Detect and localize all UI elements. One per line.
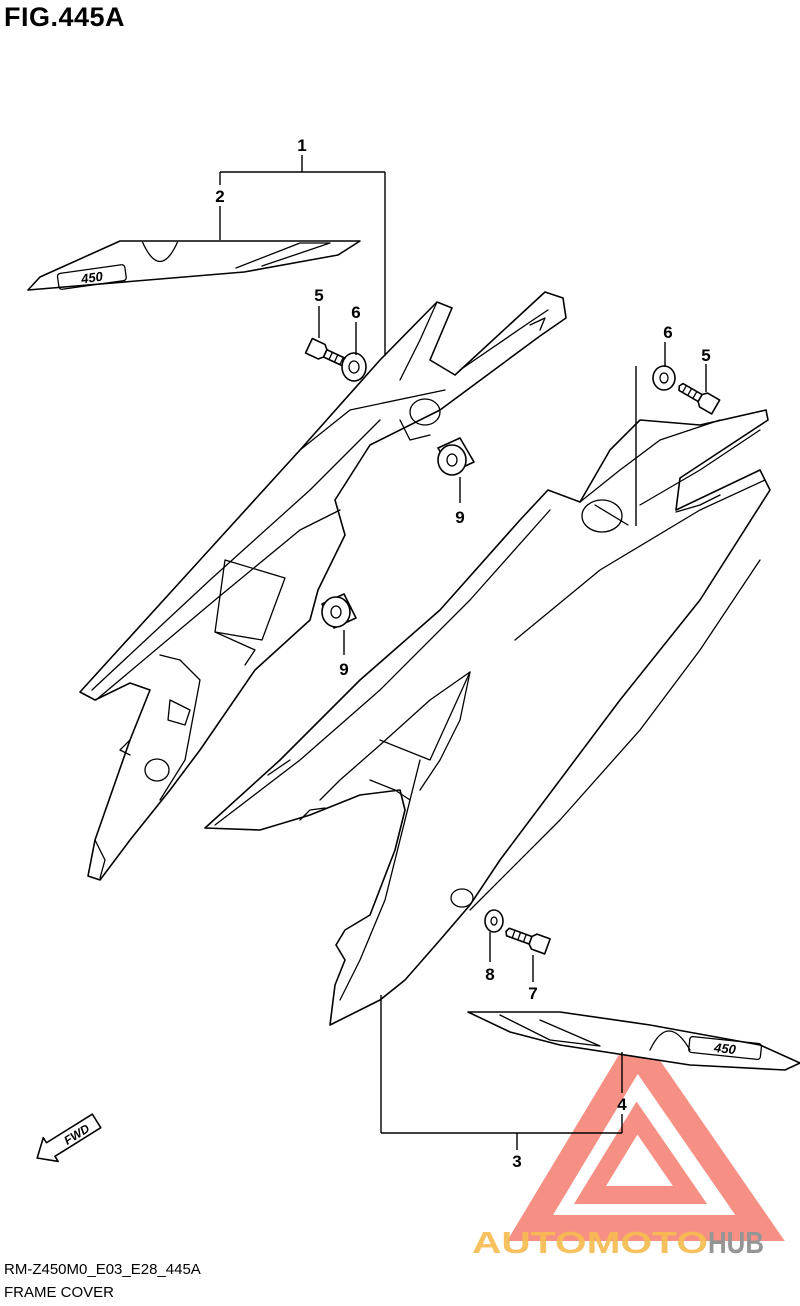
part-5-bolt-right	[678, 382, 721, 415]
part-9-damper-lower	[321, 593, 357, 629]
part-6-grommet-right	[652, 365, 676, 391]
leader-lines	[219, 155, 707, 1150]
callout-9-lower: 9	[339, 660, 348, 679]
left-decal-logo-text: 450	[79, 268, 104, 286]
right-decal-logo-text: 450	[712, 1040, 737, 1057]
callout-8: 8	[485, 965, 494, 984]
diagram-name: FRAME COVER	[4, 1284, 115, 1301]
callout-9-upper: 9	[455, 508, 464, 527]
callout-6-left: 6	[351, 303, 360, 322]
fwd-direction-arrow: FWD	[36, 1113, 102, 1163]
callout-1: 1	[297, 136, 306, 155]
callout-3: 3	[512, 1152, 521, 1171]
watermark-text-automoto: AUTOMOTO	[472, 1225, 708, 1260]
part-6-grommet-left	[341, 352, 367, 382]
part-7-bolt	[505, 927, 551, 955]
part-4-right-decal: 450	[467, 1011, 800, 1071]
diagram-code: RM-Z450M0_E03_E28_445A	[4, 1261, 201, 1278]
part-9-damper-upper	[437, 437, 475, 476]
callout-4: 4	[617, 1095, 627, 1114]
part-8-washer	[484, 909, 504, 933]
watermark-text-hub: HUB	[708, 1225, 764, 1260]
watermark-triangle-outer	[507, 1026, 785, 1241]
callout-5-right: 5	[701, 346, 710, 365]
callout-2: 2	[215, 187, 224, 206]
callout-labels: 1 2 5 6 6 5 9 9 8 7 4 3	[215, 136, 710, 1171]
part-1-left-frame-cover	[79, 291, 567, 881]
callout-6-right: 6	[663, 323, 672, 342]
part-3-right-frame-cover	[204, 409, 771, 1026]
callout-5-left: 5	[314, 286, 323, 305]
watermark-logo: AUTOMOTO HUB	[472, 1026, 785, 1260]
figure-title: FIG.445A	[4, 2, 126, 32]
callout-7: 7	[528, 984, 537, 1003]
part-2-left-decal: 450	[27, 240, 361, 291]
watermark-triangle-inner	[573, 1101, 708, 1204]
